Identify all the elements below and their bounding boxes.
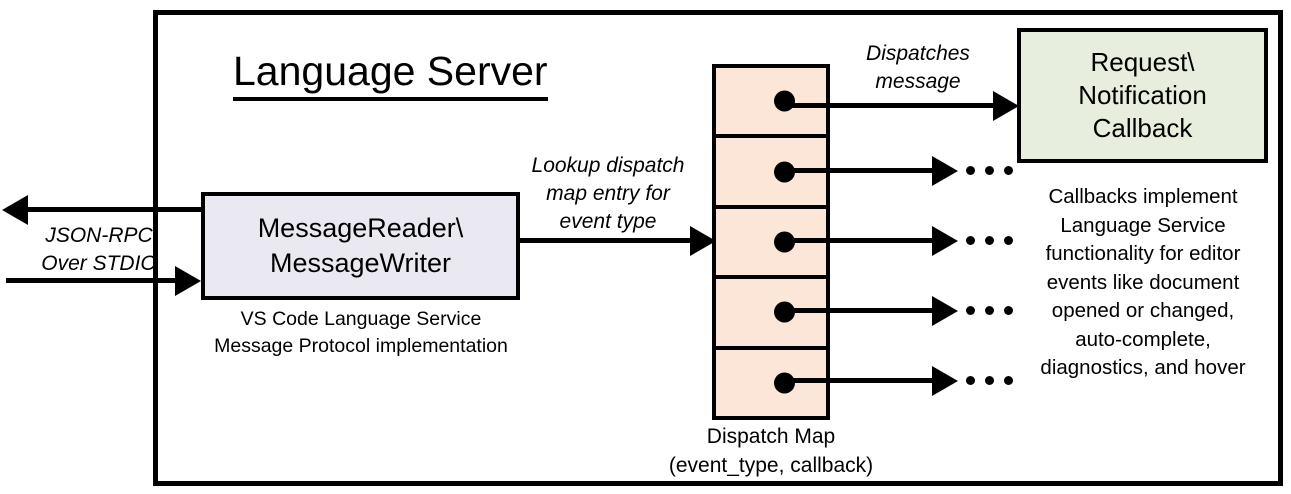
edge-label-jsonrpc-line2: Over STDIO [41,252,157,275]
dispatch-edge-arrowhead-3 [932,226,958,256]
message-reader-caption: VS Code Language Service Message Protoco… [196,306,526,360]
dispatch-edge-arrowhead-2 [932,156,958,186]
callback-label-line3: Callback [1092,113,1193,143]
edge-label-jsonrpc-line1: JSON-RPC [45,224,153,247]
ellipsis-dot-icon [966,306,975,315]
message-reader-label-line2: MessageWriter [269,248,452,278]
callback-dot-icon [774,301,795,323]
dispatch-map-table[interactable] [712,64,830,420]
ellipsis-dot-icon [1004,376,1013,385]
request-notification-callback-box[interactable]: Request\ Notification Callback [1017,28,1268,163]
dispatch-map-caption-line2: (event_type, callback) [668,454,874,477]
incoming-rpc-line [6,278,184,283]
ellipsis-dot-icon [1004,306,1013,315]
dispatch-map-row[interactable] [716,209,826,280]
callback-label-line2: Notification [1078,80,1207,110]
callback-label-line1: Request\ [1090,47,1195,77]
callback-caption: Callbacks implement Language Service fun… [1008,183,1278,383]
dispatch-edge-line-5 [788,378,938,383]
dispatch-map-caption: Dispatch Map (event_type, callback) [640,422,902,480]
dispatch-ellipsis-5 [966,376,1013,385]
ellipsis-dot-icon [985,376,994,385]
edge-label-lookup-line3: event type [559,210,657,233]
outgoing-rpc-arrowhead [2,195,28,225]
callback-dot-icon [774,372,795,394]
outgoing-rpc-line [26,207,206,212]
dispatch-edge-line-3 [788,238,938,243]
edge-label-dispatches: Dispatches message [838,40,998,96]
dispatch-map-row[interactable] [716,138,826,209]
edge-label-dispatches-line2: message [875,70,961,93]
edge-label-dispatches-line1: Dispatches [866,42,970,65]
callback-caption-line4: events like document [1046,270,1240,294]
callback-caption-line3: functionality for editor [1045,242,1241,265]
edge-label-jsonrpc: JSON-RPC Over STDIO [24,222,174,278]
ellipsis-dot-icon [985,236,994,245]
message-reader-label-line1: MessageReader\ [257,213,464,243]
callback-dot-icon [774,161,795,183]
dispatch-edge-arrowhead-1 [993,91,1019,121]
ellipsis-dot-icon [966,236,975,245]
message-reader-caption-line2: Message Protocol implementation [214,335,508,357]
dispatch-ellipsis-3 [966,236,1013,245]
dispatch-map-caption-line1: Dispatch Map [706,425,836,448]
ellipsis-dot-icon [1004,236,1013,245]
dispatch-edge-arrowhead-4 [932,296,958,326]
ellipsis-dot-icon [985,306,994,315]
dispatch-edge-line-4 [788,308,938,313]
diagram-title: Language Server [233,47,548,101]
lookup-edge-line [518,238,696,243]
ellipsis-dot-icon [966,166,975,175]
incoming-rpc-arrowhead [175,266,201,296]
callback-dot-icon [774,231,795,253]
message-reader-writer-box[interactable]: MessageReader\ MessageWriter [201,192,520,300]
ellipsis-dot-icon [1004,166,1013,175]
message-reader-caption-line1: VS Code Language Service [240,308,482,330]
dispatch-edge-line-2 [788,168,938,173]
lookup-edge-arrowhead [690,226,716,256]
language-server-boundary [153,10,1283,486]
dispatch-map-row[interactable] [716,279,826,350]
dispatch-ellipsis-2 [966,166,1013,175]
dispatch-edge-arrowhead-5 [932,366,958,396]
edge-label-lookup-line2: map entry for [546,182,670,205]
dispatch-map-row[interactable] [716,350,826,416]
edge-label-lookup: Lookup dispatch map entry for event type [512,152,704,236]
dispatch-ellipsis-4 [966,306,1013,315]
callback-caption-line6: auto-complete, [1075,327,1211,351]
callback-caption-line1: Callbacks implement [1048,185,1238,208]
ellipsis-dot-icon [985,166,994,175]
callback-dot-icon [774,90,795,112]
callback-caption-line5: opened or changed, [1051,299,1235,322]
callback-caption-line2: Language Service [1060,213,1226,237]
callback-caption-line7: diagnostics, and hover [1040,356,1246,379]
dispatch-edge-line-1 [788,103,1000,108]
ellipsis-dot-icon [966,376,975,385]
edge-label-lookup-line1: Lookup dispatch [531,154,685,177]
